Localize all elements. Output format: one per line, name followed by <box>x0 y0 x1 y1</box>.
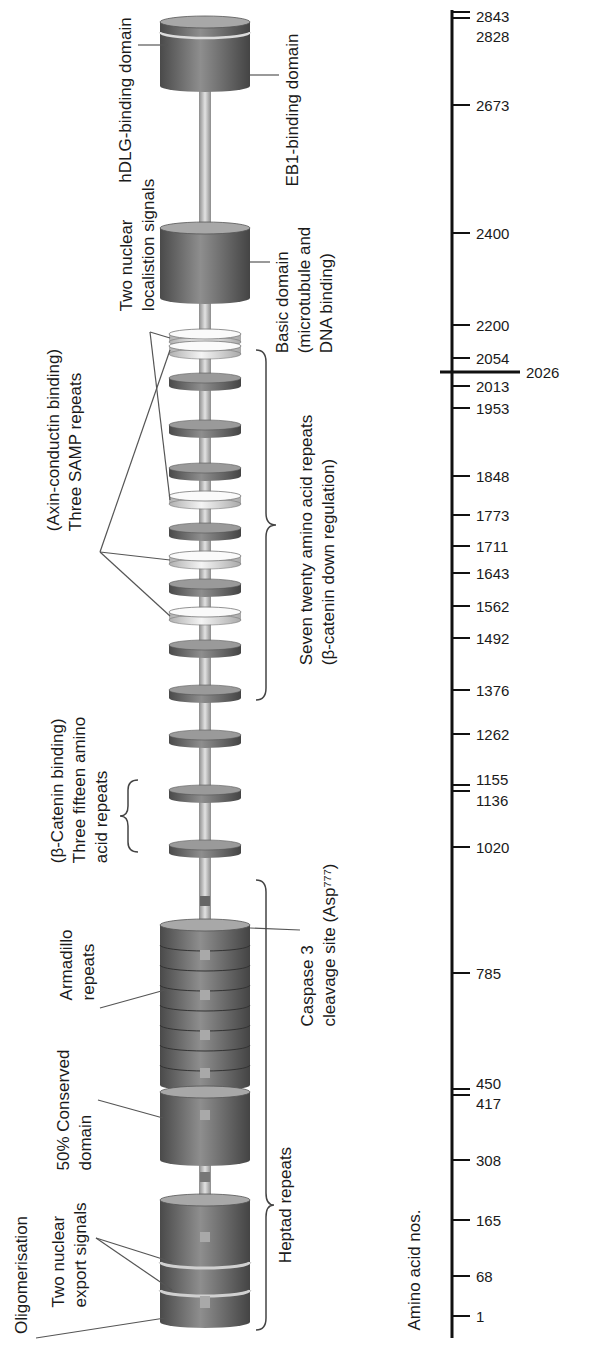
domain-label: Oligomerisation <box>11 1216 33 1334</box>
domain-label: hDLG-binding domain <box>114 17 136 182</box>
amino-acid-number: 1711 <box>476 538 508 555</box>
amino-acid-number: 2828 <box>476 28 509 45</box>
amino-acid-number: 450 <box>476 1075 501 1092</box>
amino-acid-number: 1848 <box>476 468 509 485</box>
amino-acid-number: 1773 <box>476 507 509 524</box>
repeat-label: (β-Catenin binding) Three fifteen amino … <box>47 717 113 864</box>
repeat-label: Seven twenty amino acid repeats (β-caten… <box>296 415 340 665</box>
amino-acid-number: 2843 <box>476 8 509 25</box>
signal-label: Two nuclear export signals <box>48 1203 92 1308</box>
amino-acid-number: 1562 <box>476 598 509 615</box>
amino-acid-number: 2673 <box>476 97 509 114</box>
axis-title: Amino acid nos. <box>404 1210 426 1331</box>
amino-acid-number: 2200 <box>476 317 509 334</box>
amino-acid-number: 1643 <box>476 565 509 582</box>
repeat-label: (Axin-conductin binding) Three SAMP repe… <box>43 349 87 531</box>
amino-acid-number: 1376 <box>476 682 509 699</box>
amino-acid-number: 1155 <box>476 771 508 788</box>
amino-acid-number: 1262 <box>476 726 509 743</box>
amino-acid-number: 1 <box>476 1308 484 1325</box>
amino-acid-number: 2013 <box>476 378 509 395</box>
amino-acid-number: 1020 <box>476 839 509 856</box>
amino-acid-number: 1492 <box>476 630 509 647</box>
amino-acid-number: 417 <box>476 1095 501 1112</box>
repeat-label: Heptad repeats <box>275 1147 297 1263</box>
amino-acid-number: 785 <box>476 965 501 982</box>
amino-acid-number: 165 <box>476 1212 501 1229</box>
domain-label: Basic domain (microtubule and DNA bindin… <box>272 227 338 354</box>
domain-label: EB1-binding domain <box>281 33 303 186</box>
repeat-label: Armadillo repeats <box>56 930 100 1001</box>
site-label: Caspase 3 cleavage site (Asp⁷⁷⁷) <box>296 863 340 1026</box>
amino-acid-number: 1953 <box>476 400 509 417</box>
signal-label: Two nuclear localistion signals <box>116 179 160 311</box>
domain-label: 50% Conserved domain <box>53 1050 97 1171</box>
amino-acid-number: 2026 <box>526 364 559 381</box>
amino-acid-number: 2054 <box>476 350 509 367</box>
amino-acid-number: 68 <box>476 1268 493 1285</box>
amino-acid-number: 2400 <box>476 225 509 242</box>
amino-acid-number: 1136 <box>476 792 508 809</box>
amino-acid-number: 308 <box>476 1152 501 1169</box>
